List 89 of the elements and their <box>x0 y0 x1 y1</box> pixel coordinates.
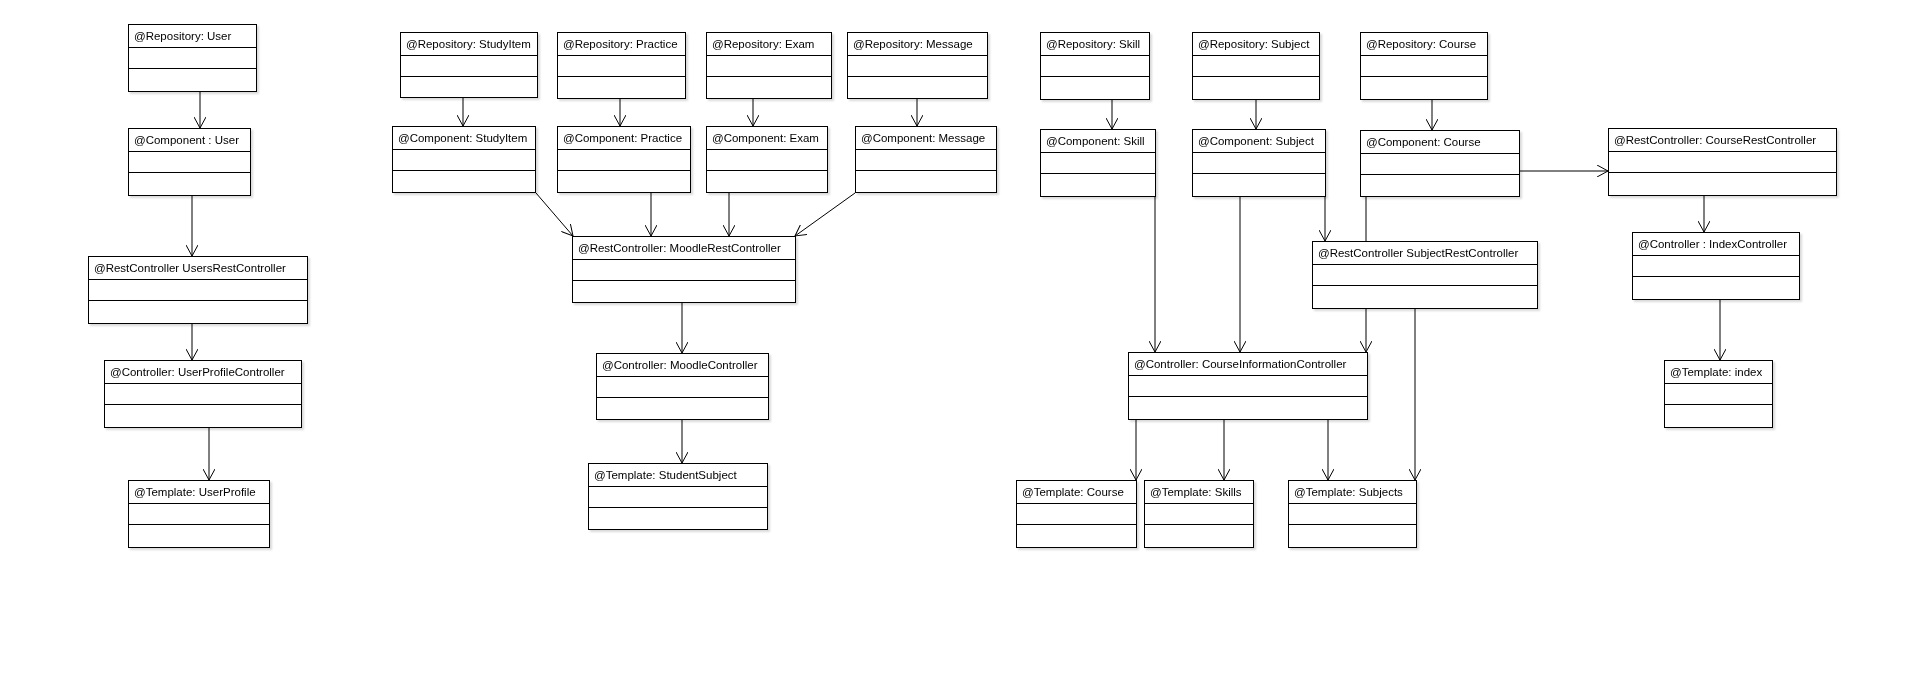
arrow <box>1105 99 1119 130</box>
class-name: @Template: UserProfile <box>134 486 256 498</box>
class-name: @Controller : IndexController <box>1638 238 1788 250</box>
class-name: @Template: Course <box>1022 486 1124 498</box>
class-name: @Repository: User <box>134 30 232 42</box>
arrow <box>722 192 736 237</box>
class-box <box>1144 480 1254 548</box>
arrow <box>1359 308 1373 353</box>
class-box <box>1192 129 1326 197</box>
class-box <box>1664 360 1773 428</box>
arrow <box>1425 99 1439 131</box>
class-box <box>88 256 308 324</box>
class-box <box>400 32 538 98</box>
class-name: @Controller: MoodleController <box>602 359 758 371</box>
class-name: @Repository: Course <box>1366 38 1477 50</box>
class-name: @Repository: Practice <box>563 38 678 50</box>
arrow <box>185 195 199 257</box>
class-name: @Component: Course <box>1366 136 1481 148</box>
class-box <box>128 480 270 548</box>
class-box <box>706 126 828 193</box>
class-name: @Template: index <box>1670 366 1763 378</box>
class-box <box>1288 480 1417 548</box>
arrow <box>613 98 627 127</box>
class-box <box>1312 241 1538 309</box>
class-box <box>1632 232 1800 300</box>
class-box <box>855 126 997 193</box>
class-name: @Repository: Message <box>853 38 973 50</box>
arrow <box>1321 419 1335 481</box>
class-name: @Component: Message <box>861 132 986 144</box>
class-box <box>128 128 251 196</box>
class-name: @RestController SubjectRestController <box>1318 247 1519 259</box>
arrow <box>910 98 924 127</box>
class-box <box>104 360 302 428</box>
arrow <box>1148 196 1162 353</box>
class-box <box>128 24 257 92</box>
arrow <box>1713 299 1727 361</box>
class-name: @Controller: CourseInformationController <box>1134 358 1347 370</box>
arrow <box>1217 419 1231 481</box>
connector-line <box>1365 196 1367 242</box>
class-name: @Component: StudyItem <box>398 132 528 144</box>
arrow <box>675 419 689 464</box>
class-name: @Component: Exam <box>712 132 819 144</box>
arrow <box>1233 196 1247 353</box>
class-box <box>596 353 769 420</box>
class-box <box>392 126 536 193</box>
class-box <box>557 32 686 99</box>
class-box <box>557 126 691 193</box>
class-name: @Component: Practice <box>563 132 683 144</box>
class-box <box>1040 32 1150 100</box>
class-name: @Component: Subject <box>1198 135 1314 147</box>
arrow <box>644 192 658 237</box>
class-name: @Component: Skill <box>1046 135 1145 147</box>
class-box <box>588 463 768 530</box>
class-name: @RestController: MoodleRestController <box>578 242 781 254</box>
arrow <box>1697 195 1711 233</box>
arrow <box>1129 419 1143 481</box>
class-box <box>1360 130 1520 197</box>
class-name: @Component : User <box>134 134 239 146</box>
arrow <box>185 323 199 361</box>
class-box <box>706 32 832 99</box>
arrow <box>1519 164 1609 178</box>
class-name: @Template: Subjects <box>1294 486 1403 498</box>
class-name: @Repository: StudyItem <box>406 38 531 50</box>
arrow <box>746 98 760 127</box>
class-box <box>572 236 796 303</box>
class-name: @Repository: Skill <box>1046 38 1141 50</box>
class-box <box>1040 129 1156 197</box>
class-name: @Template: StudentSubject <box>594 469 737 481</box>
class-name: @Controller: UserProfileController <box>110 366 285 378</box>
arrow <box>202 427 216 481</box>
class-name: @Template: Skills <box>1150 486 1242 498</box>
arrow <box>794 192 856 237</box>
class-name: @Repository: Subject <box>1198 38 1310 50</box>
arrow <box>1249 99 1263 130</box>
arrow <box>193 91 207 129</box>
class-box <box>1128 352 1368 420</box>
arrow <box>675 302 689 354</box>
class-box <box>1608 128 1837 196</box>
arrow <box>1408 308 1422 481</box>
class-name: @Repository: Exam <box>712 38 815 50</box>
class-box <box>1360 32 1488 100</box>
arrow <box>456 97 470 127</box>
arrow <box>1318 196 1332 242</box>
class-box <box>1192 32 1320 100</box>
class-name: @RestController: CourseRestController <box>1614 134 1817 146</box>
class-name: @RestController UsersRestController <box>94 262 286 274</box>
class-box <box>1016 480 1137 548</box>
arrow <box>535 192 574 237</box>
class-box <box>847 32 988 99</box>
